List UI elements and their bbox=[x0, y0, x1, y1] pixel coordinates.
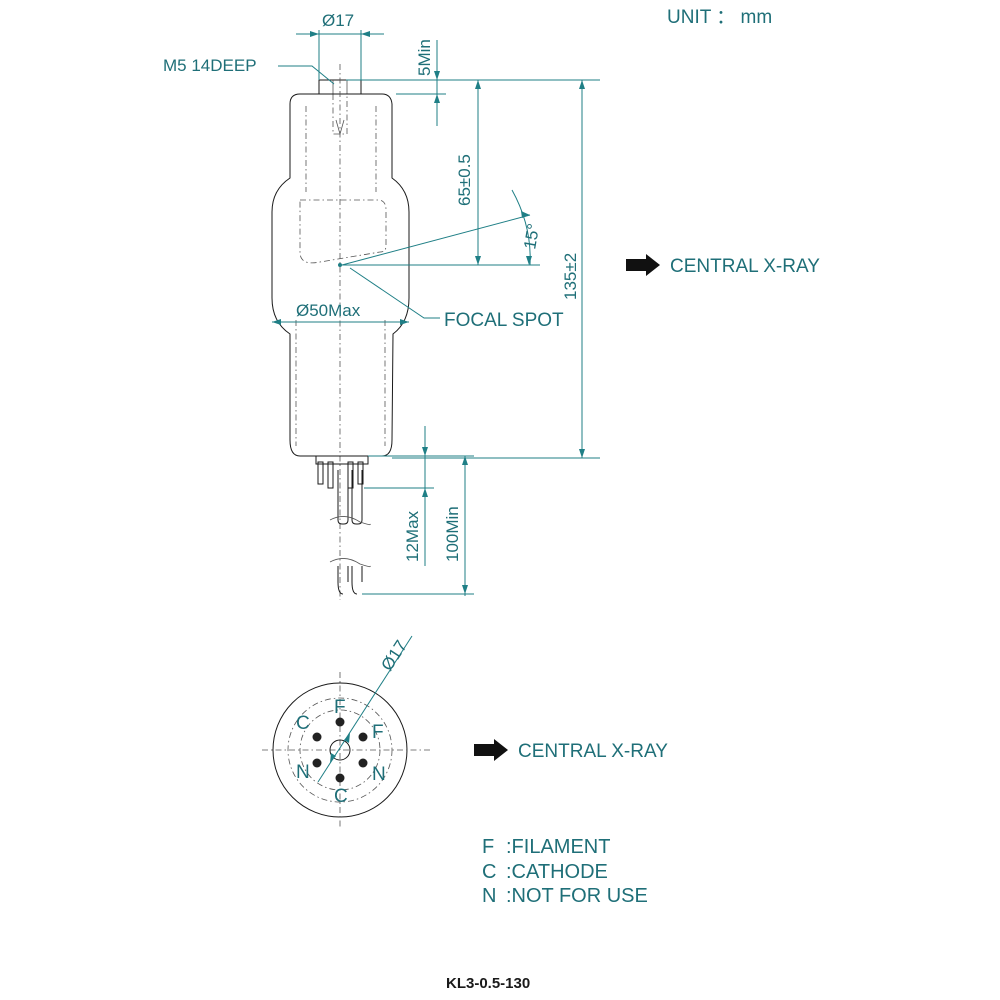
legend-desc-c: :CATHODE bbox=[506, 861, 608, 883]
right-arrow-icon bbox=[474, 739, 508, 761]
base-pin-holes bbox=[312, 717, 368, 783]
legend-key-f: F bbox=[482, 836, 494, 858]
pin-left-lower-label: N bbox=[296, 762, 310, 783]
tube-side-view bbox=[271, 64, 410, 600]
legend-desc-f: :FILAMENT bbox=[506, 836, 610, 858]
pin-left-upper-label: C bbox=[296, 713, 310, 734]
top-diameter-text: Ø17 bbox=[322, 11, 354, 30]
legend-desc-n: :NOT FOR USE bbox=[506, 885, 648, 907]
lead-min-text: 100Min bbox=[443, 506, 462, 562]
model-caption: KL3-0.5-130 bbox=[446, 975, 530, 992]
pin-bottom-label: C bbox=[334, 786, 348, 807]
glass-envelope bbox=[271, 93, 410, 457]
pin-max-text: 12Max bbox=[403, 510, 422, 562]
focal-spot-text: FOCAL SPOT bbox=[444, 310, 564, 331]
pin-legend: F :FILAMENT C :CATHODE N :NOT FOR USE bbox=[482, 836, 648, 907]
right-arrow-icon bbox=[626, 254, 660, 276]
thread-min-text: 5Min bbox=[415, 39, 434, 76]
pin-right-upper-label: F bbox=[372, 722, 384, 743]
overall-text: 135±2 bbox=[561, 253, 580, 300]
central-xray-side-label: CENTRAL X-RAY bbox=[670, 256, 820, 277]
legend-key-n: N bbox=[482, 885, 496, 907]
angle-text: 15° bbox=[520, 222, 543, 251]
legend-key-c: C bbox=[482, 861, 496, 883]
pin-right-lower-label: N bbox=[372, 764, 386, 785]
central-xray-base: CENTRAL X-RAY bbox=[474, 739, 668, 762]
central-xray-side: CENTRAL X-RAY bbox=[626, 254, 820, 277]
body-diameter-text: Ø50Max bbox=[296, 301, 361, 320]
thread-text: M5 14DEEP bbox=[163, 56, 257, 75]
unit-label: UNIT ： mm bbox=[667, 7, 772, 28]
base-diameter-text: Ø17 bbox=[377, 637, 410, 674]
to-focal-text: 65±0.5 bbox=[455, 154, 474, 206]
central-xray-base-label: CENTRAL X-RAY bbox=[518, 741, 668, 762]
dimension-texts: Ø17 M5 14DEEP 5Min 65±0.5 15° 135±2 Ø50M… bbox=[163, 11, 580, 562]
base-pins bbox=[317, 461, 371, 595]
pin-top-label: F bbox=[334, 697, 346, 718]
dimension-lines bbox=[272, 30, 600, 596]
base-bottom-view: Ø17 F C F N N C bbox=[262, 635, 432, 828]
